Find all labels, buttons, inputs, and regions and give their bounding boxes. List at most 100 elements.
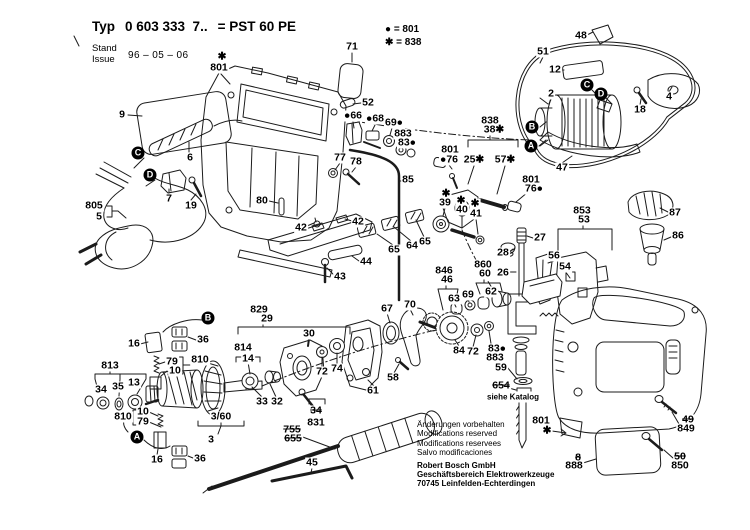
legend-dot-row: ● = 801 [385, 24, 420, 35]
part-callout: 35 [111, 380, 125, 393]
part-callout: 849 [676, 422, 696, 435]
part-callout: 655 [283, 432, 303, 445]
footer-block: Änderungen vorbehalten Modifications res… [417, 420, 554, 489]
part-callout: 79 [136, 415, 150, 428]
brush-set-top [144, 319, 203, 390]
part-callout: 813 [100, 359, 120, 372]
part-callout: 850 [670, 459, 690, 472]
part-callout: 810 [190, 353, 210, 366]
wiring-letter-badge: A [130, 430, 144, 444]
part-callout: 805 [84, 199, 104, 212]
part-callout: 53 [577, 213, 591, 226]
part-callout: 34 [94, 383, 108, 396]
company-name: Robert Bosch GmbH [417, 460, 496, 470]
part-callout: 25✱ [462, 153, 486, 166]
part-callout: 42 [351, 215, 365, 228]
part-callout: 9 [118, 108, 126, 121]
part-callout: ✱ [440, 187, 452, 200]
part-callout: 39 [438, 196, 452, 209]
part-callout: 76● [523, 182, 545, 195]
part-callout: 69 [461, 288, 475, 301]
part-callout: 34 [309, 404, 323, 417]
part-callout: 47 [555, 161, 569, 174]
part-callout: 38✱ [482, 123, 506, 136]
part-callout: 65 [387, 243, 401, 256]
part-callout: 69● [383, 116, 405, 129]
part-callout: 755 [282, 423, 302, 436]
part-callout: 80 [255, 194, 269, 207]
note-de: Änderungen vorbehalten [417, 420, 505, 429]
guide-roller-86 [639, 223, 665, 266]
part-callout: 27 [533, 231, 547, 244]
part-callout: 36 [196, 333, 210, 346]
hex-key [270, 464, 354, 483]
screw-19 [188, 176, 203, 198]
part-callout: 654 [491, 379, 511, 392]
part-callout: 62 [484, 285, 498, 298]
foot-plate-assembly [237, 213, 373, 284]
part-callout: 13 [127, 376, 141, 389]
rubber-buffers [356, 208, 425, 238]
name-plate [136, 91, 232, 155]
part-callout: 30 [302, 327, 316, 340]
part-callout: 883 [393, 127, 413, 140]
part-callout: 46 [440, 273, 454, 286]
part-callout: ✱ [541, 424, 553, 437]
terminal-block-7 [160, 169, 187, 194]
part-callout: 12 [548, 63, 562, 76]
part-callout: 5 [95, 210, 103, 223]
note-fr: Modifications reservees [417, 438, 502, 448]
part-callout: 48 [574, 29, 588, 42]
cable-sleeve [148, 118, 243, 157]
stand-issue: Stand Issue [92, 43, 117, 65]
screwdriver [202, 410, 443, 494]
ring-67 [382, 321, 400, 345]
wiring-letter-badge: C [131, 146, 145, 160]
part-callout: 56 [547, 249, 561, 262]
part-callout: 72 [466, 345, 480, 358]
wiring-letter-badge: C [580, 78, 594, 92]
part-callout: 71 [345, 40, 359, 53]
part-callout: 32 [270, 395, 284, 408]
part-callout: 84 [452, 344, 466, 357]
part-callout: 2 [547, 87, 555, 100]
part-callout: 50 [673, 450, 687, 463]
revision-date: 96 – 05 – 06 [128, 50, 189, 61]
part-callout: 16 [127, 337, 141, 350]
part-callout: 14 [241, 352, 255, 365]
part-callout: 58 [386, 371, 400, 384]
note-en: Modifications reserved [417, 429, 498, 439]
part-callout: 801 [521, 173, 541, 186]
wiring-letter-badge: D [143, 168, 157, 182]
part-callout: 70 [403, 298, 417, 311]
part-callout: 45 [305, 456, 319, 469]
model-name: = PST 60 PE [217, 19, 296, 34]
part-callout: ✱ [469, 197, 481, 210]
part-callout: 888 [564, 459, 584, 472]
wiring-letter-badge: D [594, 87, 608, 101]
part-callout: 78 [349, 155, 363, 168]
part-callout: 86 [671, 229, 685, 242]
part-callout: 846 [434, 264, 454, 277]
part-callout: 8 [574, 451, 582, 464]
company-division: Geschäftsbereich Elektrowerkzeuge [417, 470, 555, 480]
gear-train [418, 290, 512, 345]
part-callout: 3 [207, 433, 215, 446]
part-callout: 801 [209, 61, 229, 74]
part-callout: 61 [366, 384, 380, 397]
part-callout: ●68 [364, 112, 386, 125]
symbol-legend: ● = 801 ✱ = 838 [385, 24, 421, 49]
part-callout: 3/60 [209, 410, 233, 423]
part-callout: 33 [255, 395, 269, 408]
adjust-knob-87 [627, 190, 674, 220]
legend-star-row: ✱ = 838 [385, 36, 422, 48]
part-callout: 28 [496, 246, 510, 259]
part-callout: 79 [165, 355, 179, 368]
part-callout: 4 [665, 90, 673, 103]
part-callout: 814 [233, 341, 253, 354]
part-callout: 49 [681, 413, 695, 426]
part-callout: 72 [315, 365, 329, 378]
